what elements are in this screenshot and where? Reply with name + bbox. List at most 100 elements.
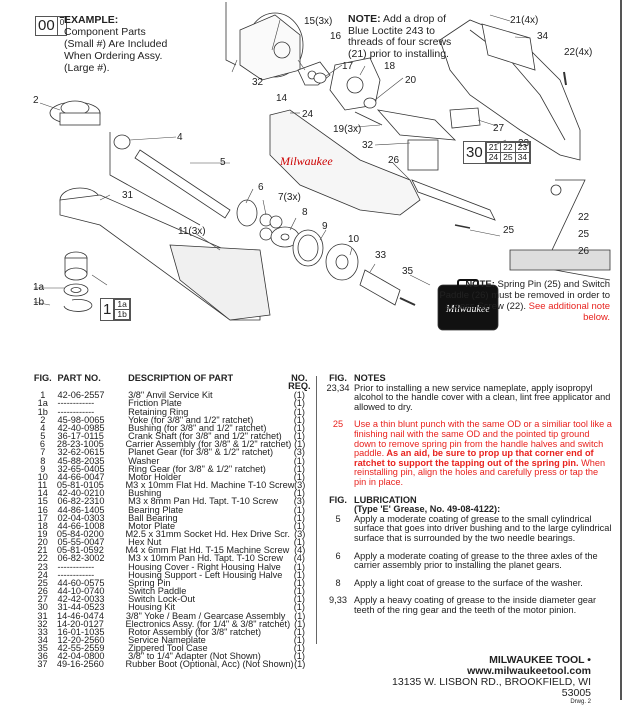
lub-text: Apply a light coat of grease to the surf…	[354, 577, 583, 588]
part-19-screws	[354, 111, 383, 126]
part-1a-friction-plate	[63, 283, 89, 297]
example-line: (Large #).	[64, 62, 110, 74]
note-fig: 23,34	[326, 382, 350, 393]
callout-22-inset: 22	[578, 212, 590, 223]
callout-25-inset: 25	[578, 229, 590, 240]
cell-no-req: (1)	[293, 504, 305, 515]
cell-part-no: 42-40-0210	[57, 488, 105, 499]
parts-table-row: 19 05-84-0200 M2.5 x 31mm Socket Hd. Hex D…	[32, 528, 314, 539]
part-5-crank-shaft	[134, 149, 231, 219]
callout-4: 4	[177, 132, 183, 143]
part-7-planet-gears	[259, 213, 283, 241]
spring-pin-note: NOTE: Spring Pin (25) and Switch Paddle …	[438, 279, 610, 323]
assy-component: 1a	[114, 299, 130, 310]
cell-fig: 20	[37, 537, 48, 548]
cell-fig: 30	[37, 602, 48, 613]
assy-component: 25	[500, 152, 516, 163]
cell-description: Carrier Assembly (for 3/8" & 1/2" ratche…	[125, 439, 292, 450]
cell-no-req: (1)	[293, 577, 305, 588]
cell-part-no: 16-01-1035	[57, 626, 105, 637]
cell-description: Switch Paddle	[128, 586, 187, 597]
lub-fig: 5	[335, 513, 341, 524]
cell-fig: 23	[37, 561, 48, 572]
parts-table-row: 23------------Housing Cover - Right Hous…	[32, 561, 314, 572]
cell-no-req: (1)	[293, 643, 305, 654]
cell-part-no: 28-23-1005	[56, 439, 104, 450]
lub-fig: 8	[335, 577, 341, 588]
callout-17: 17	[342, 61, 354, 72]
cell-fig: 15	[37, 496, 48, 507]
callout-34: 34	[537, 31, 549, 42]
part-34-nameplate	[481, 23, 536, 71]
lubrication-header: FIG. LUBRICATION(Type 'E' Grease, No. 49…	[322, 494, 612, 515]
cell-no-req: (1)	[293, 537, 305, 548]
cell-fig: 19	[37, 528, 48, 539]
example-small-number: 0	[59, 18, 65, 27]
cell-part-no: 05-84-0200	[56, 528, 104, 539]
cell-description: Ball Bearing	[128, 512, 178, 523]
example-heading: EXAMPLE:	[64, 14, 119, 26]
callout-26-inset: 26	[578, 246, 590, 257]
note-red-text: See additional note below.	[526, 301, 610, 323]
cell-no-req: (3)	[294, 480, 306, 491]
part-6-carrier	[236, 199, 258, 227]
cell-fig: 25	[37, 577, 48, 588]
part-1-anvil	[64, 251, 88, 281]
callout-10: 10	[348, 234, 360, 245]
cell-fig: 2	[40, 414, 46, 425]
part-8-washer	[270, 226, 300, 248]
assy-box-1: 1 1a 1b	[100, 298, 131, 321]
example-line: Component Parts	[64, 26, 146, 38]
cell-no-req: (1)	[293, 455, 305, 466]
callout-22: 22(4x)	[564, 47, 593, 58]
note-line: (21) prior to installing.	[348, 47, 449, 60]
cell-description: Bearing Plate	[128, 504, 184, 515]
lub-fig-header: FIG.	[329, 494, 347, 505]
part-10-motor-holder	[325, 243, 359, 281]
cell-description: M2.5 x 31mm Socket Hd. Hex Drive Scr.	[125, 528, 290, 539]
note-text-bold: As an aid, be sure to prop up that corne…	[354, 448, 594, 468]
cell-no-req: (3)	[293, 496, 305, 507]
cell-part-no: ------------	[57, 569, 95, 580]
parts-table-row: 1b------------Retaining Ring(1)	[32, 406, 314, 417]
cell-description: M3 x 10mm Pan Hd. Tapt. T-10 Screw	[128, 553, 283, 564]
part-20-hex-nut	[363, 97, 377, 109]
cell-fig: 32	[37, 618, 48, 629]
cell-part-no: 42-42-0033	[57, 594, 105, 605]
cell-no-req: (1)	[293, 569, 305, 580]
cell-description: Housing Kit	[128, 602, 176, 613]
part-2-yoke	[49, 100, 101, 126]
cell-no-req: (1)	[293, 406, 305, 417]
note-text: Prior to installing a new service namepl…	[354, 382, 611, 412]
case-logo: Milwaukee	[445, 304, 490, 315]
cell-description: Rotor Assembly (for 3/8" ratchet)	[128, 626, 262, 637]
callout-7: 7(3x)	[278, 192, 301, 203]
callout-19: 19(3x)	[333, 124, 362, 135]
cell-no-req: (1)	[293, 651, 305, 662]
example-assy-box: 00 0	[35, 16, 68, 36]
callout-9: 9	[322, 221, 328, 232]
note-heading: NOTE:	[348, 13, 381, 25]
part-17-ball-bearing	[313, 72, 327, 84]
example-line: When Ordering Assy.	[64, 50, 163, 62]
cell-part-no: 44-86-1405	[57, 504, 105, 515]
callout-1a: 1a	[33, 282, 45, 293]
cell-no-req: (1)	[293, 602, 305, 613]
callout-35: 35	[402, 266, 414, 277]
cell-description: Motor Holder	[128, 471, 182, 482]
cell-fig: 4	[40, 422, 46, 433]
callout-27: 27	[493, 123, 505, 134]
footer-company: MILWAUKEE TOOL • www.milwaukeetool.com	[467, 654, 591, 677]
cell-part-no: 06-82-3002	[57, 553, 105, 564]
cell-part-no: 05-81-0592	[56, 545, 104, 556]
